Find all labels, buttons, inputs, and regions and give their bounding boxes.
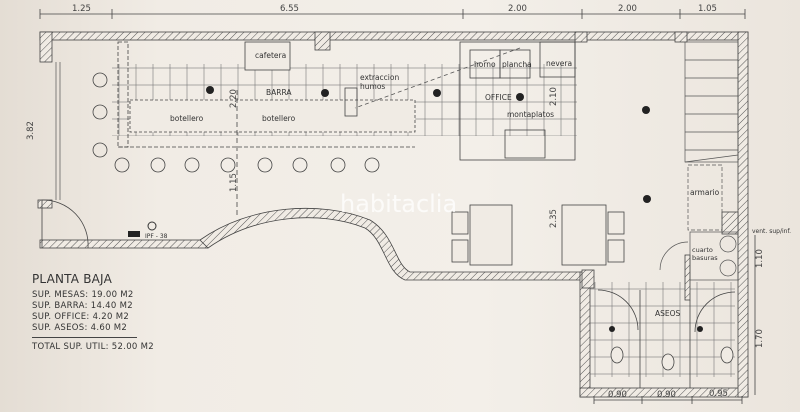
area-mesas: SUP. MESAS: 19.00 M2: [32, 290, 134, 300]
label-botellero-2: botellero: [262, 114, 296, 123]
label-plancha: plancha: [502, 60, 532, 69]
extraction-duct: [354, 47, 521, 109]
label-botellero-1: botellero: [170, 114, 204, 123]
top-dimensions: [39, 9, 746, 19]
dim-bottom-2: 0.90: [657, 390, 676, 400]
label-office: OFFICE: [485, 93, 512, 102]
bottom-dimensions: [593, 396, 743, 404]
extinguisher-icon: [147, 221, 157, 231]
ceiling-light-icons: [206, 86, 703, 332]
plan-title: PLANTA BAJA: [32, 272, 112, 286]
area-legend: PLANTA BAJA SUP. MESAS: 19.00 M2 SUP. BA…: [32, 272, 154, 353]
label-nevera: nevera: [546, 59, 572, 68]
label-basuras: basuras: [692, 254, 718, 262]
dim-left: 3.82: [26, 121, 36, 140]
dim-barra: 2.20: [229, 89, 239, 108]
restrooms: [597, 289, 736, 388]
label-extraccion: extraccion: [360, 73, 399, 82]
stairs: [659, 41, 739, 281]
dim-top-2: 6.55: [280, 4, 299, 14]
dim-top-3: 2.00: [508, 4, 527, 14]
total-divider: [32, 337, 137, 338]
label-cuarto: cuarto: [692, 246, 713, 254]
label-cafetera: cafetera: [255, 51, 286, 60]
area-total: TOTAL SUP. UTIL: 52.00 M2: [32, 342, 154, 352]
bar-counter: [117, 41, 576, 215]
label-vent: vent. sup/inf.: [752, 228, 791, 235]
area-office: SUP. OFFICE: 4.20 M2: [32, 312, 130, 322]
entrance-door: [41, 199, 89, 249]
label-aseos: ASEOS: [655, 309, 681, 318]
dim-cuarto: 1.10: [755, 249, 765, 268]
dim-top-1: 1.25: [72, 4, 91, 14]
dim-top-5: 1.05: [698, 4, 717, 14]
dim-aseos: 1.70: [755, 329, 765, 348]
area-aseos: SUP. ASEOS: 4.60 M2: [32, 323, 128, 333]
walls: [37, 31, 749, 398]
area-barra: SUP. BARRA: 14.40 M2: [32, 301, 133, 311]
bar-stools: [92, 72, 380, 173]
dim-top-4: 2.00: [618, 4, 637, 14]
dining-tables: [451, 204, 625, 266]
label-humos: humos: [360, 82, 385, 91]
label-barra: BARRA: [266, 88, 292, 97]
label-horno: horno: [474, 60, 496, 69]
watermark: habitaclia: [340, 190, 458, 218]
dim-stools: 1.15: [229, 173, 239, 192]
label-extinguisher: IPF - 38: [145, 233, 168, 240]
dim-bottom-3: 0.95: [709, 389, 728, 399]
label-armario: armario: [690, 188, 720, 197]
fire-box-icon: [128, 231, 140, 237]
label-montaplatos: montaplatos: [507, 110, 554, 119]
dim-bottom-1: 0.90: [608, 390, 627, 400]
dim-tables: 2.35: [549, 209, 559, 228]
dim-office: 2.10: [549, 87, 559, 106]
